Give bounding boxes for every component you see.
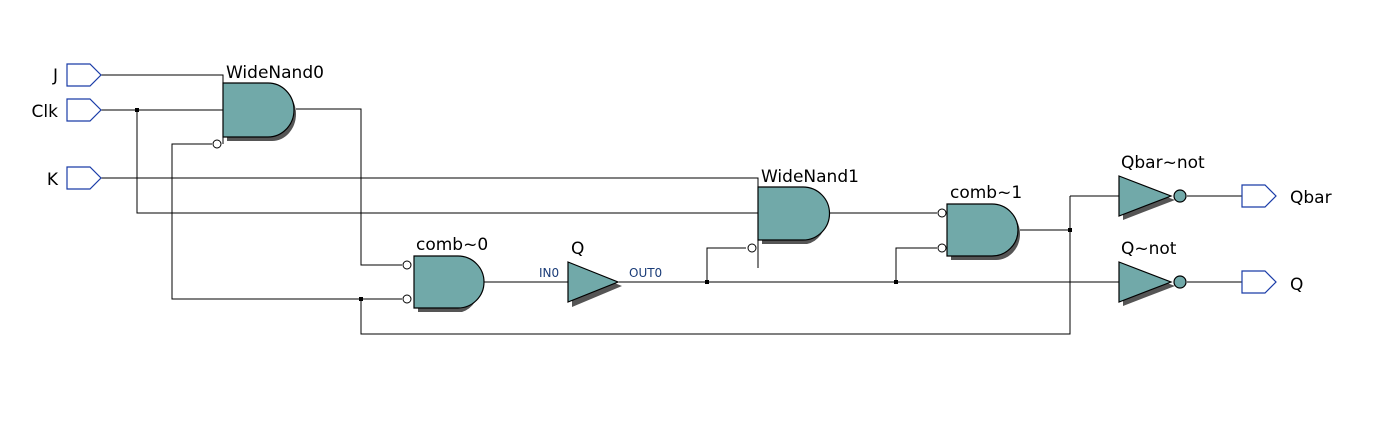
gate-label-qbar-not: Qbar~not: [1121, 153, 1205, 173]
pin-label-in0: IN0: [539, 266, 559, 280]
gate-comb0[interactable]: comb~0: [402, 235, 488, 312]
gate-label-widenand0: WideNand0: [226, 63, 324, 83]
gate-widenand1[interactable]: WideNand1: [747, 167, 859, 253]
wire-k: [100, 177, 759, 188]
junction-q-1: [705, 280, 709, 284]
wire-wn0-out: [296, 108, 402, 266]
gate-q-buffer[interactable]: Q IN0 OUT0: [539, 239, 662, 307]
gate-q-not[interactable]: Q~not: [1118, 239, 1187, 306]
gate-label-q-not: Q~not: [1121, 239, 1177, 259]
wires: [100, 74, 1242, 335]
input-port-clk[interactable]: Clk: [32, 98, 102, 122]
junction-qbar: [1068, 228, 1072, 232]
input-port-j[interactable]: J: [52, 63, 102, 87]
output-port-qbar[interactable]: Qbar: [1241, 184, 1332, 208]
bubble-icon: [937, 208, 947, 218]
junction-feedback: [359, 297, 363, 301]
wire-qbar-net: [360, 196, 1071, 335]
gate-comb1[interactable]: comb~1: [937, 183, 1022, 260]
pin-label-out0: OUT0: [629, 266, 662, 280]
junction-clk: [135, 108, 139, 112]
wire-q-wn1: [706, 247, 746, 282]
wire-j: [100, 74, 224, 84]
input-port-k[interactable]: K: [47, 166, 102, 190]
bubble-icon: [747, 243, 757, 253]
gate-qbar-not[interactable]: Qbar~not: [1118, 153, 1205, 220]
input-label-k: K: [47, 170, 59, 190]
gate-label-widenand1: WideNand1: [761, 167, 859, 187]
wire-wn0-fb: [171, 143, 402, 300]
wire-q-comb1: [895, 247, 937, 282]
input-label-clk: Clk: [32, 102, 59, 122]
wire-clk-down: [136, 110, 758, 214]
junctions: [135, 108, 1072, 301]
input-label-j: J: [52, 66, 58, 86]
output-port-q[interactable]: Q: [1241, 270, 1303, 295]
gate-widenand0[interactable]: WideNand0: [212, 63, 324, 149]
gate-label-q: Q: [571, 239, 584, 259]
junction-q-2: [894, 280, 898, 284]
bubble-icon: [402, 294, 412, 304]
output-label-q: Q: [1290, 275, 1303, 295]
bubble-icon: [212, 139, 222, 149]
gate-label-comb1: comb~1: [950, 183, 1022, 203]
inverter-bubble-icon: [1173, 275, 1187, 289]
bubble-icon: [937, 243, 947, 253]
output-label-qbar: Qbar: [1290, 188, 1332, 208]
inverter-bubble-icon: [1173, 189, 1187, 203]
bubble-icon: [402, 260, 412, 270]
gate-label-comb0: comb~0: [416, 235, 488, 255]
